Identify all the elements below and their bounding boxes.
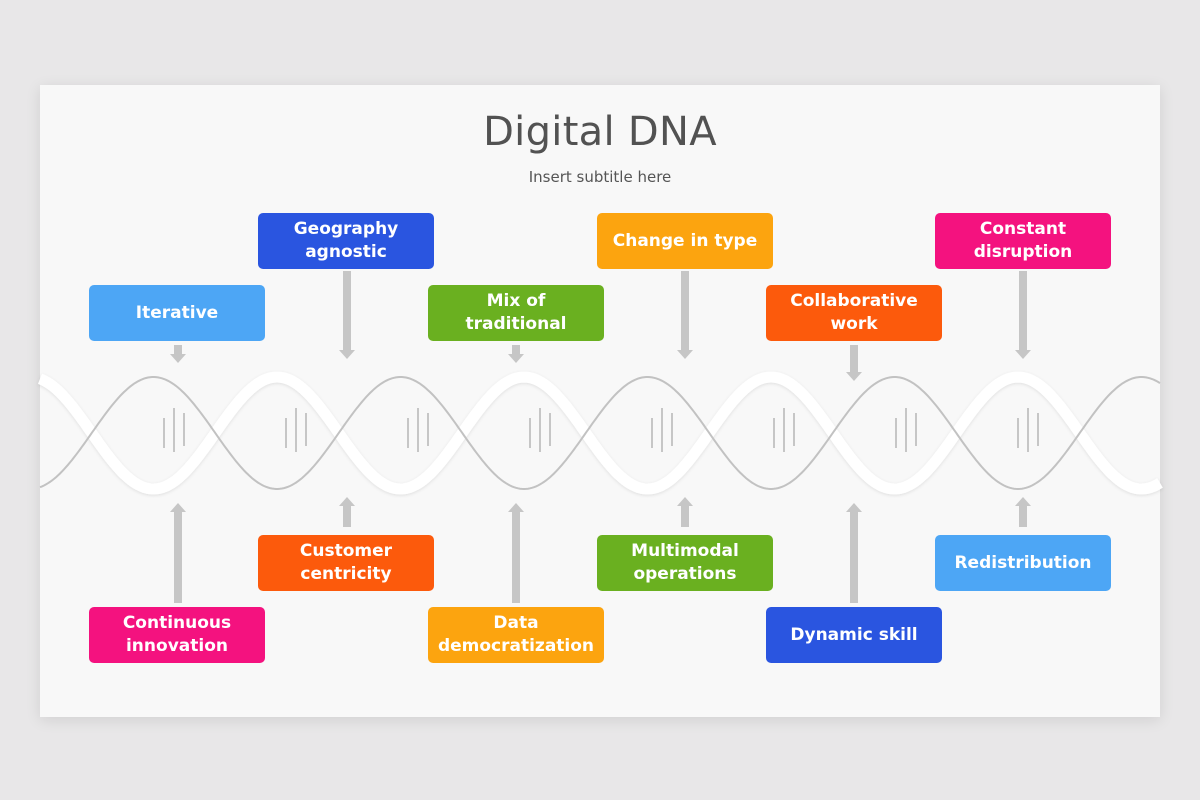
node-mix-of-traditional: Mix of traditional <box>428 285 604 341</box>
node-customer-centricity: Customer centricity <box>258 535 434 591</box>
arrow-down-collaborative-work <box>846 345 862 381</box>
node-iterative: Iterative <box>89 285 265 341</box>
arrow-down-iterative <box>170 345 186 363</box>
arrow-down-constant-disruption <box>1015 271 1031 359</box>
helix-rungs <box>163 408 1039 452</box>
node-label: Continuous innovation <box>122 613 232 656</box>
node-redistribution: Redistribution <box>935 535 1111 591</box>
arrow-up-customer-centricity <box>339 497 355 527</box>
node-collaborative-work: Collaborative work <box>766 285 942 341</box>
arrow-down-geography-agnostic <box>339 271 355 359</box>
node-data-democratization: Data democratization <box>428 607 604 663</box>
node-label: Geography agnostic <box>293 219 399 262</box>
node-label: Iterative <box>135 302 219 323</box>
arrow-up-data-democratization <box>508 503 524 603</box>
node-label: Mix of traditional <box>465 291 567 334</box>
arrow-up-redistribution <box>1015 497 1031 527</box>
node-dynamic-skill: Dynamic skill <box>766 607 942 663</box>
node-label: Multimodal operations <box>631 541 739 584</box>
page-subtitle: Insert subtitle here <box>528 168 672 186</box>
node-label: Dynamic skill <box>790 624 918 645</box>
page-title: Digital DNA <box>483 109 717 155</box>
node-label: Customer centricity <box>299 541 393 584</box>
node-label: Data democratization <box>437 613 595 656</box>
node-label: Collaborative work <box>790 291 918 334</box>
helix-white-ribbon <box>37 371 1163 495</box>
node-label: Constant disruption <box>973 219 1073 262</box>
node-multimodal-operations: Multimodal operations <box>597 535 773 591</box>
arrow-up-multimodal-operations <box>677 497 693 527</box>
arrow-down-change-in-type <box>677 271 693 359</box>
arrow-down-mix-of-traditional <box>508 345 524 363</box>
helix-gray-strand <box>39 376 1161 491</box>
arrow-up-continuous-innovation <box>170 503 186 603</box>
node-label: Change in type <box>612 230 758 251</box>
node-geography-agnostic: Geography agnostic <box>258 213 434 269</box>
node-label: Redistribution <box>954 552 1092 573</box>
node-change-in-type: Change in type <box>597 213 773 269</box>
node-continuous-innovation: Continuous innovation <box>89 607 265 663</box>
arrow-up-dynamic-skill <box>846 503 862 603</box>
node-constant-disruption: Constant disruption <box>935 213 1111 269</box>
